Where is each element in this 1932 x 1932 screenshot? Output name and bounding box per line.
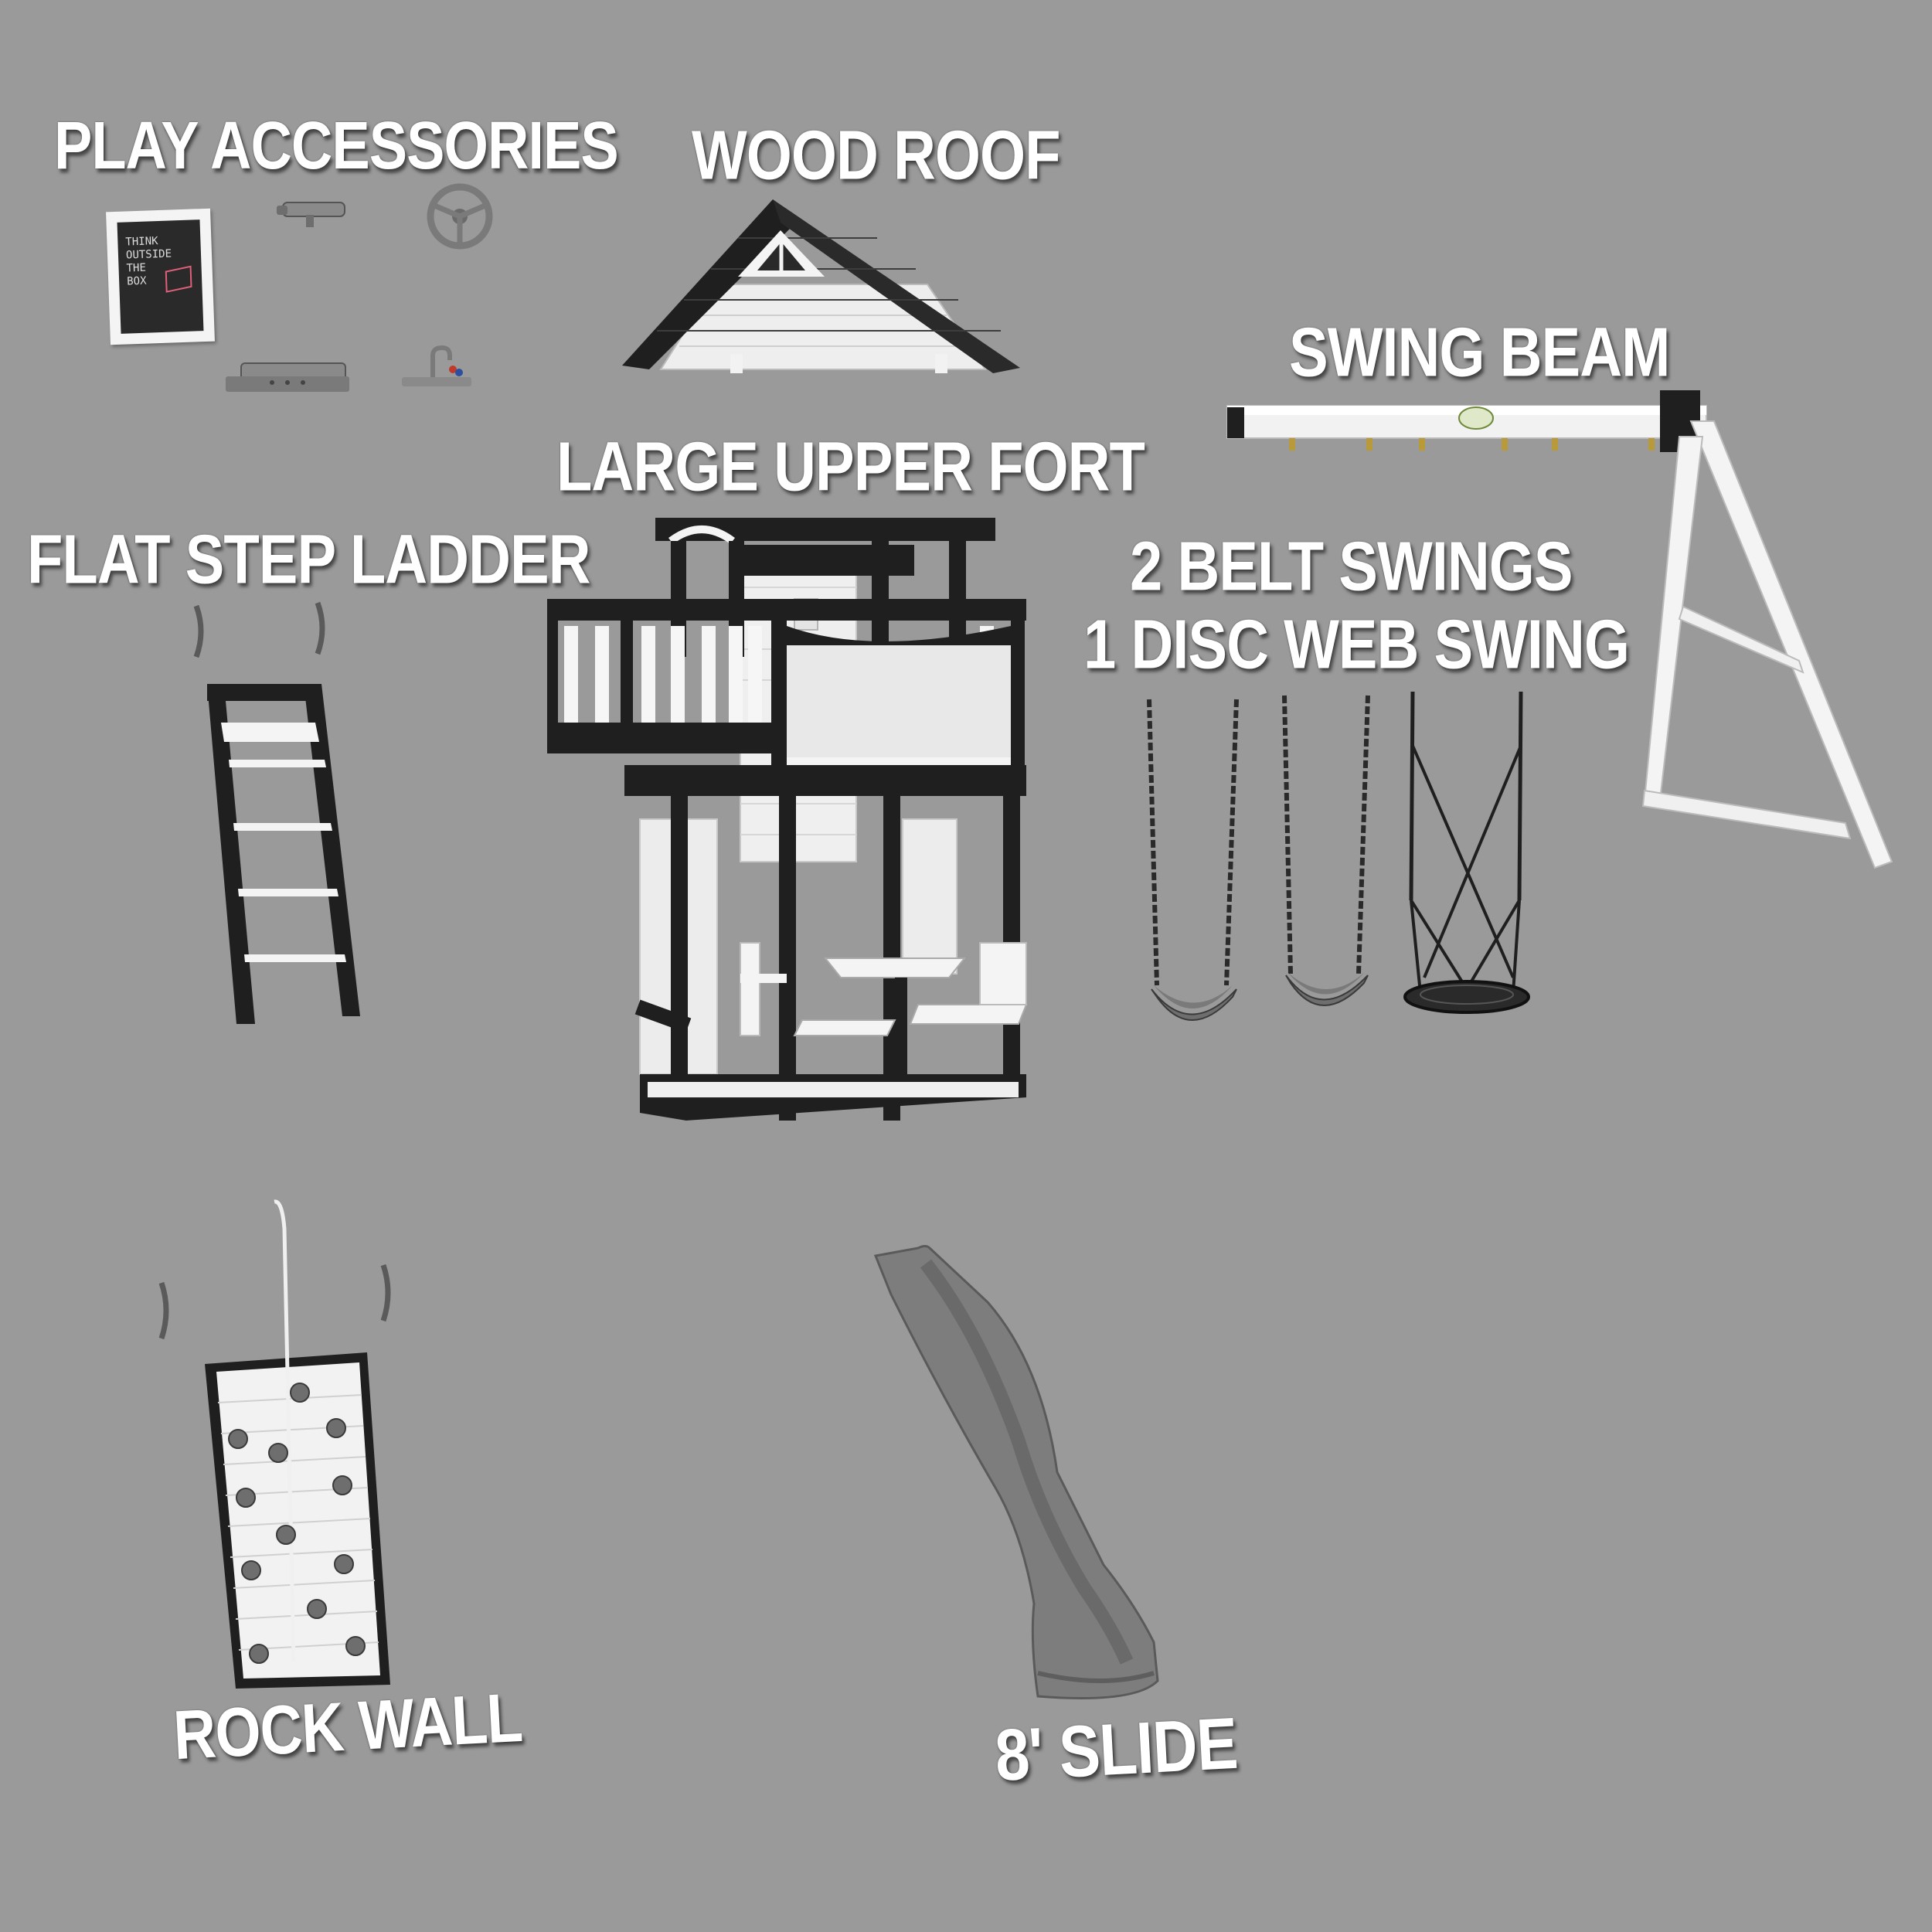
rock-wall-handle-left [158, 1281, 169, 1340]
rock-wall-label: ROCK WALL [172, 1679, 524, 1775]
belt-swing-1 [1147, 699, 1239, 1021]
large-upper-fort [547, 518, 1028, 1121]
steering-wheel-icon [427, 183, 493, 250]
disc-web-swing [1403, 691, 1530, 1014]
disc-web-swing-label: 1 DISC WEB SWING [1083, 606, 1630, 684]
chalk-box-drawing [165, 265, 192, 293]
flat-step-ladder [207, 684, 360, 1024]
flat-step-ladder-label: FLAT STEP LADDER [27, 521, 591, 599]
ladder-handle-right [315, 601, 325, 655]
play-accessories-label: PLAY ACCESSORIES [54, 107, 619, 184]
slide [873, 1245, 1159, 1699]
chalkboard-icon: THINK OUTSIDE THE BOX [106, 208, 215, 345]
swing-beam [1226, 390, 1893, 869]
ladder-handle-left [193, 604, 204, 658]
rock-wall [205, 1199, 390, 1689]
wood-roof-label: WOOD ROOF [692, 117, 1061, 195]
belt-swing-2 [1282, 695, 1370, 1006]
wood-roof [622, 199, 1020, 373]
belt-swings-label: 2 BELT SWINGS [1130, 528, 1573, 606]
telescope-icon [277, 202, 345, 227]
rock-wall-handle-right [380, 1264, 391, 1322]
swing-beam-label: SWING BEAM [1289, 314, 1670, 392]
chalkboard-surface: THINK OUTSIDE THE BOX [117, 219, 204, 334]
faucet-icon [402, 345, 471, 386]
phone-icon [226, 362, 349, 392]
slide-label: 8' SLIDE [993, 1702, 1240, 1797]
large-upper-fort-label: LARGE UPPER FORT [556, 428, 1145, 506]
